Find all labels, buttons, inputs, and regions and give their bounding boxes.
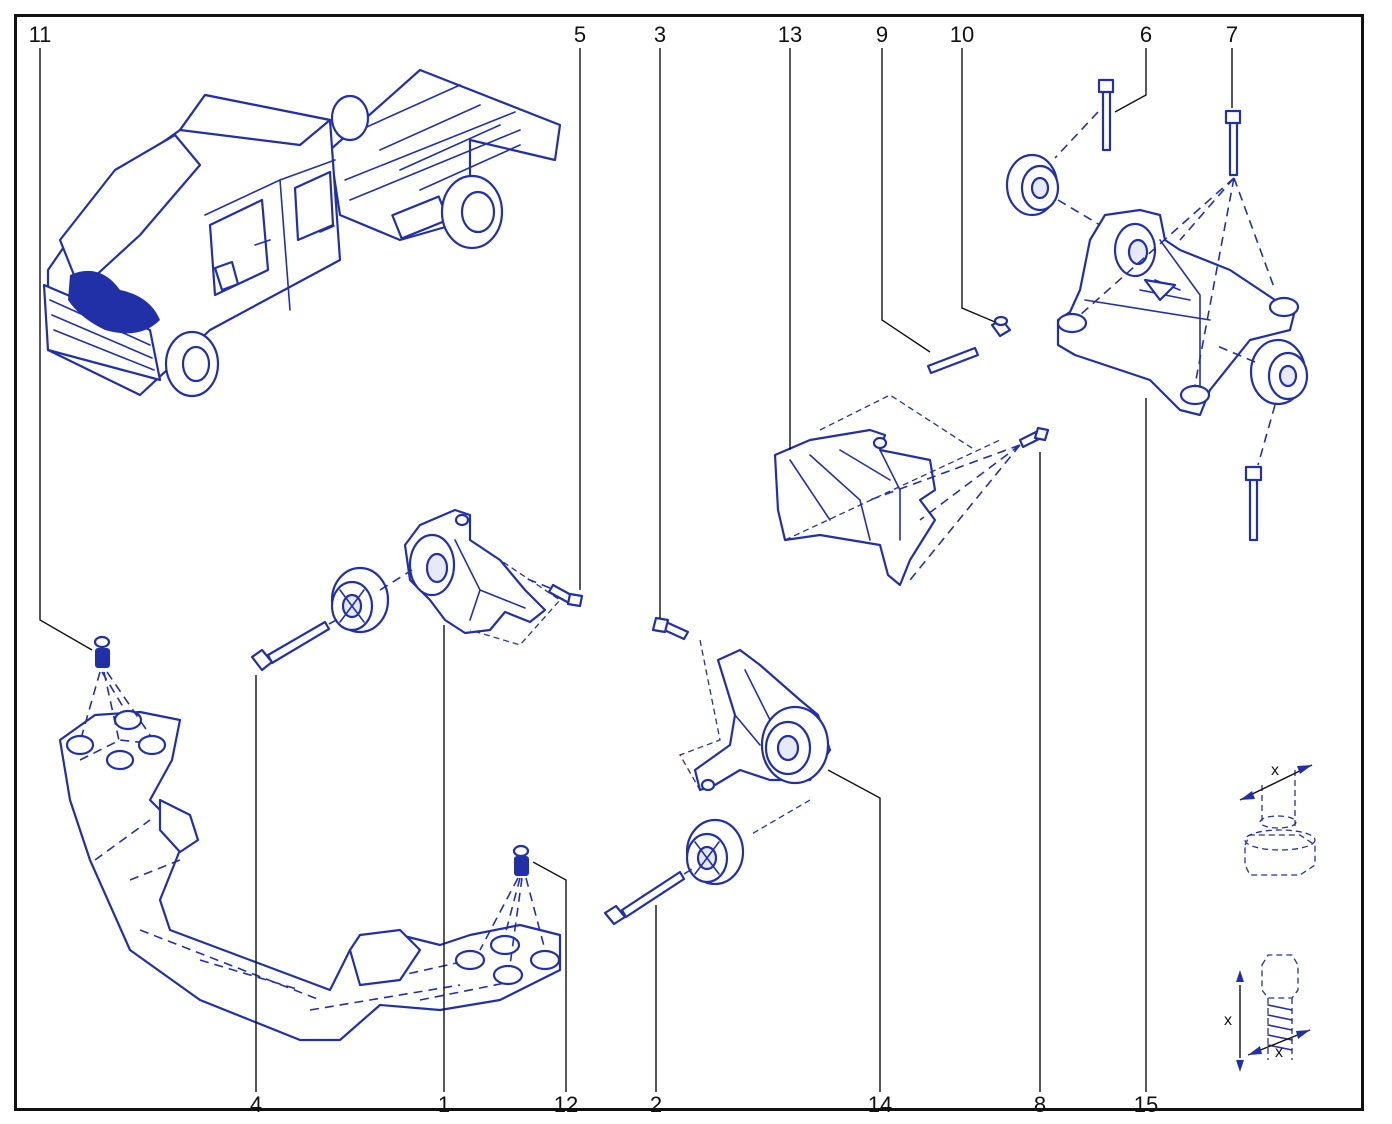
bolt-8 [869, 426, 1050, 581]
bolt-lower-right [1244, 465, 1263, 542]
engine-mount-bracket-1 [403, 508, 561, 646]
bolt-3 [651, 616, 690, 641]
callout-5: 5 [573, 22, 587, 47]
callout-12: 12 [553, 1092, 579, 1117]
callout-4: 4 [249, 1092, 263, 1117]
diagram-frame [14, 14, 1364, 1111]
nut-11 [81, 635, 151, 746]
callout-14: 14 [867, 1092, 893, 1117]
callout-15: 15 [1133, 1092, 1159, 1117]
nut-dimension-x: x [1271, 762, 1279, 779]
nut-10 [990, 315, 1012, 338]
bolt-dimension-x-bottom: x [1275, 1044, 1283, 1061]
callout-11: 11 [28, 22, 52, 47]
callout-10: 10 [949, 22, 975, 47]
leader-lines [39, 48, 1233, 1092]
rubber-bush-lower [685, 818, 745, 886]
callout-7: 7 [1225, 22, 1239, 47]
subframe [58, 709, 562, 1042]
gearbox-mount-15 [1056, 208, 1300, 417]
callout-3: 3 [653, 22, 667, 47]
nut-dimension-detail [1239, 764, 1316, 876]
stud-9 [926, 346, 980, 375]
rubber-bush-upper-right [1005, 153, 1101, 226]
bolt-5 [524, 577, 584, 608]
gearbox-bracket-13 [773, 394, 1001, 587]
bolt-7 [1079, 109, 1276, 386]
callout-9: 9 [875, 22, 889, 47]
engine-mount-bracket-14 [679, 639, 832, 836]
bolt-dimension-x-vertical: x [1224, 1012, 1232, 1029]
bolt-2 [603, 867, 695, 926]
nut-12 [479, 844, 546, 966]
bolt-4 [250, 617, 341, 672]
callout-6: 6 [1139, 22, 1153, 47]
callout-8: 8 [1033, 1092, 1047, 1117]
callout-13: 13 [777, 22, 803, 47]
rubber-bush-right [1214, 338, 1309, 466]
bolt-dimension-detail [1236, 954, 1311, 1072]
callout-2: 2 [649, 1092, 663, 1117]
callout-1: 1 [437, 1092, 451, 1117]
vehicle-illustration [42, 68, 562, 398]
bolt-6 [1054, 78, 1115, 159]
rubber-bush-upper-left [330, 566, 413, 634]
